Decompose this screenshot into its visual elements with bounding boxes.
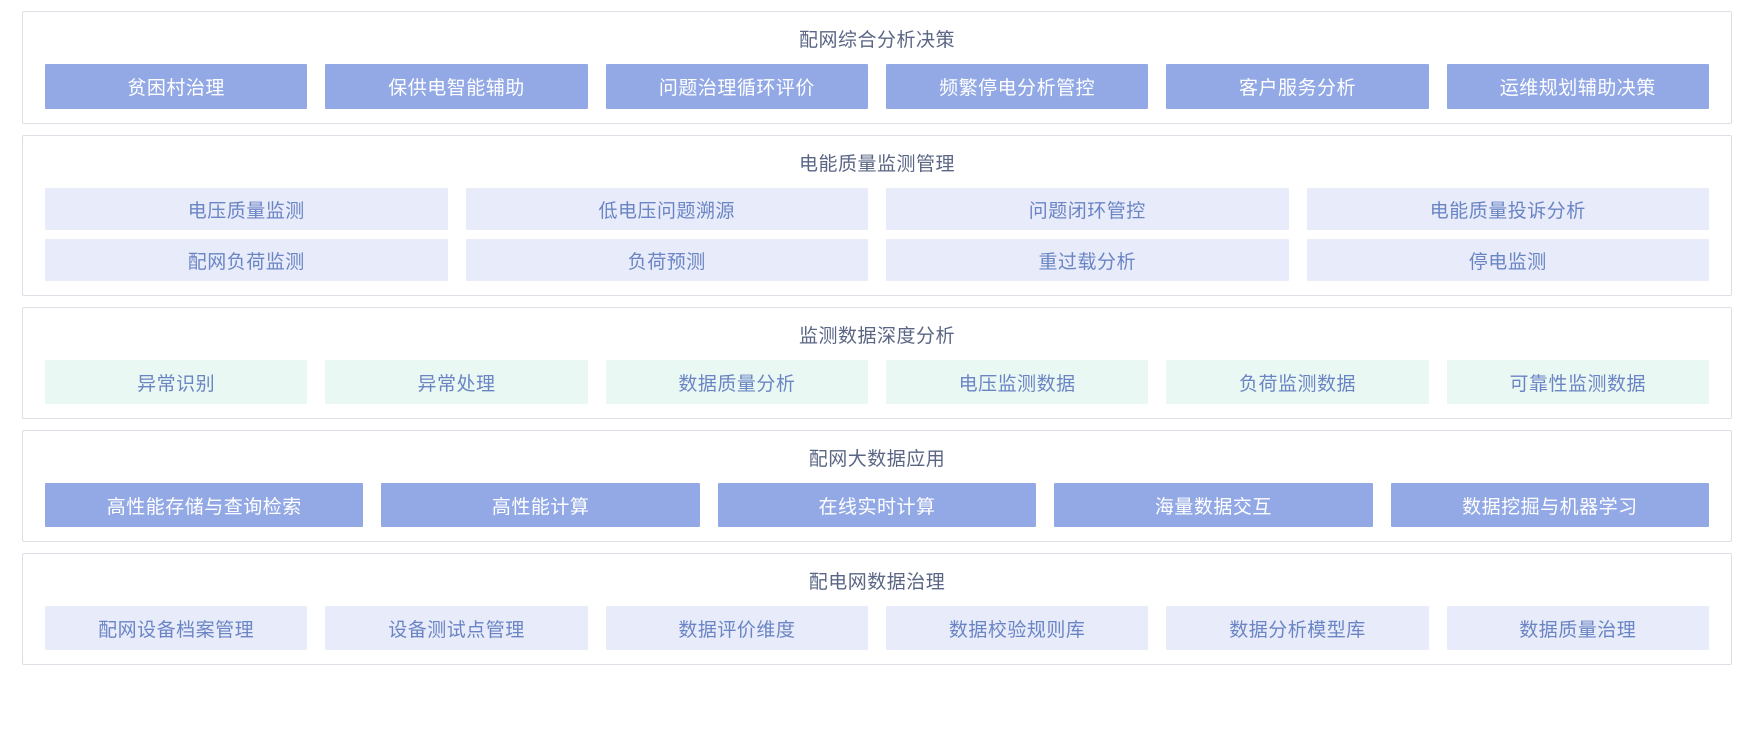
section-配网综合分析决策: 配网综合分析决策贫困村治理保供电智能辅助问题治理循环评价频繁停电分析管控客户服务… xyxy=(22,11,1732,124)
node-异常识别[interactable]: 异常识别 xyxy=(45,360,308,404)
node-电压监测数据[interactable]: 电压监测数据 xyxy=(885,360,1149,404)
node-数据分析模型库[interactable]: 数据分析模型库 xyxy=(1166,606,1429,650)
node-在线实时计算[interactable]: 在线实时计算 xyxy=(717,483,1037,527)
node-频繁停电分析管控[interactable]: 频繁停电分析管控 xyxy=(885,64,1149,109)
section-rows: 贫困村治理保供电智能辅助问题治理循环评价频繁停电分析管控客户服务分析运维规划辅助… xyxy=(23,64,1731,109)
section-title: 监测数据深度分析 xyxy=(798,326,955,347)
node-设备测试点管理[interactable]: 设备测试点管理 xyxy=(325,606,588,650)
node-负荷监测数据[interactable]: 负荷监测数据 xyxy=(1166,360,1429,404)
section-title: 配电网数据治理 xyxy=(808,572,946,593)
node-运维规划辅助决策[interactable]: 运维规划辅助决策 xyxy=(1446,64,1709,109)
node-异常处理[interactable]: 异常处理 xyxy=(325,360,588,404)
section-rows: 异常识别异常处理数据质量分析电压监测数据负荷监测数据可靠性监测数据 xyxy=(23,360,1731,404)
node-可靠性监测数据[interactable]: 可靠性监测数据 xyxy=(1446,360,1709,404)
node-row: 异常识别异常处理数据质量分析电压监测数据负荷监测数据可靠性监测数据 xyxy=(45,360,1709,404)
section-rows: 配网设备档案管理设备测试点管理数据评价维度数据校验规则库数据分析模型库数据质量治… xyxy=(23,606,1731,650)
node-row: 电压质量监测低电压问题溯源问题闭环管控电能质量投诉分析 xyxy=(45,188,1709,230)
section-监测数据深度分析: 监测数据深度分析异常识别异常处理数据质量分析电压监测数据负荷监测数据可靠性监测数… xyxy=(22,307,1732,419)
section-rows: 电压质量监测低电压问题溯源问题闭环管控电能质量投诉分析配网负荷监测负荷预测重过载… xyxy=(23,188,1731,281)
section-rows: 高性能存储与查询检索高性能计算在线实时计算海量数据交互数据挖掘与机器学习 xyxy=(23,483,1731,527)
node-数据质量分析[interactable]: 数据质量分析 xyxy=(605,360,868,404)
node-数据校验规则库[interactable]: 数据校验规则库 xyxy=(885,606,1149,650)
node-重过载分析[interactable]: 重过载分析 xyxy=(886,239,1289,281)
node-配网设备档案管理[interactable]: 配网设备档案管理 xyxy=(45,606,308,650)
node-低电压问题溯源[interactable]: 低电压问题溯源 xyxy=(465,188,868,230)
node-电压质量监测[interactable]: 电压质量监测 xyxy=(45,188,448,230)
node-问题闭环管控[interactable]: 问题闭环管控 xyxy=(886,188,1289,230)
section-title: 配网综合分析决策 xyxy=(798,30,955,51)
node-保供电智能辅助[interactable]: 保供电智能辅助 xyxy=(325,64,588,109)
node-row: 高性能存储与查询检索高性能计算在线实时计算海量数据交互数据挖掘与机器学习 xyxy=(45,483,1710,527)
node-数据挖掘与机器学习[interactable]: 数据挖掘与机器学习 xyxy=(1390,483,1710,527)
node-海量数据交互[interactable]: 海量数据交互 xyxy=(1054,483,1373,527)
node-高性能计算[interactable]: 高性能计算 xyxy=(381,483,700,527)
section-配电网数据治理: 配电网数据治理配网设备档案管理设备测试点管理数据评价维度数据校验规则库数据分析模… xyxy=(22,553,1732,665)
node-row: 贫困村治理保供电智能辅助问题治理循环评价频繁停电分析管控客户服务分析运维规划辅助… xyxy=(45,64,1709,109)
section-title: 电能质量监测管理 xyxy=(798,154,955,175)
node-贫困村治理[interactable]: 贫困村治理 xyxy=(45,64,308,109)
node-数据评价维度[interactable]: 数据评价维度 xyxy=(605,606,868,650)
node-负荷预测[interactable]: 负荷预测 xyxy=(465,239,868,281)
node-停电监测[interactable]: 停电监测 xyxy=(1306,239,1709,281)
node-row: 配网设备档案管理设备测试点管理数据评价维度数据校验规则库数据分析模型库数据质量治… xyxy=(45,606,1709,650)
node-电能质量投诉分析[interactable]: 电能质量投诉分析 xyxy=(1306,188,1709,230)
section-title: 配网大数据应用 xyxy=(808,449,946,470)
node-配网负荷监测[interactable]: 配网负荷监测 xyxy=(45,239,448,281)
node-问题治理循环评价[interactable]: 问题治理循环评价 xyxy=(605,64,868,109)
node-高性能存储与查询检索[interactable]: 高性能存储与查询检索 xyxy=(45,483,364,527)
section-配网大数据应用: 配网大数据应用高性能存储与查询检索高性能计算在线实时计算海量数据交互数据挖掘与机… xyxy=(22,430,1732,542)
section-电能质量监测管理: 电能质量监测管理电压质量监测低电压问题溯源问题闭环管控电能质量投诉分析配网负荷监… xyxy=(22,135,1732,296)
node-数据质量治理[interactable]: 数据质量治理 xyxy=(1446,606,1709,650)
node-row: 配网负荷监测负荷预测重过载分析停电监测 xyxy=(45,239,1709,281)
node-客户服务分析[interactable]: 客户服务分析 xyxy=(1166,64,1429,109)
